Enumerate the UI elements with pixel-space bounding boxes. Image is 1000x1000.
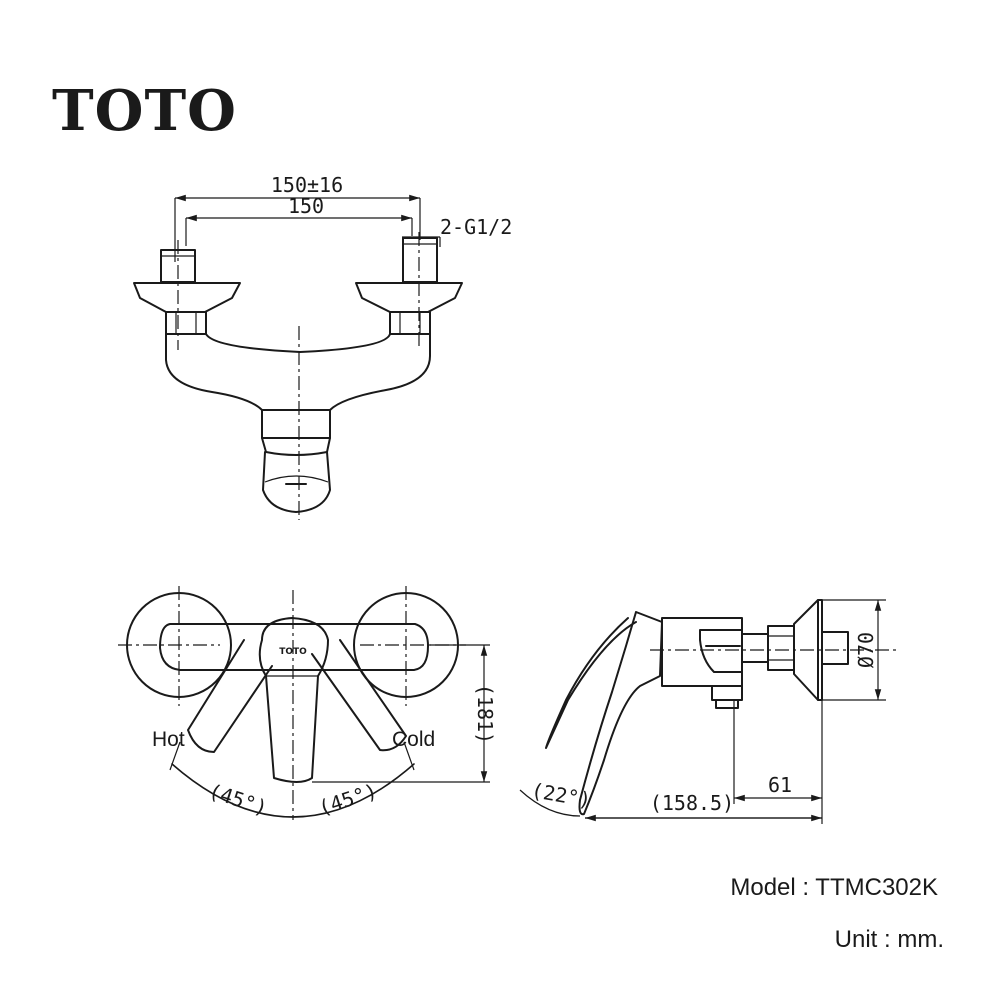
unit-label: Unit : mm. (834, 926, 944, 953)
angle-left: (45°) (206, 779, 271, 820)
top-view: 150±16 150 2-G1/2 (133, 173, 512, 520)
thread-label: 2-G1/2 (440, 215, 512, 239)
dim-total: 150±16 (271, 173, 343, 197)
side-view: Ø70 (158.5) 61 (22°) (519, 599, 900, 824)
toto-logo: TOTO (52, 78, 237, 144)
depth-dim: (158.5) (650, 791, 734, 815)
cold-label: Cold (392, 728, 435, 751)
front-view: TOTO (45°) (45°) Hot Cold (181) (118, 586, 497, 820)
angle-right: (45°) (315, 779, 380, 820)
angle-side: (22°) (529, 778, 592, 812)
height-dim: (181) (473, 684, 497, 744)
offset-dim: 61 (768, 773, 792, 797)
model-label: Model : TTMC302K (730, 874, 938, 901)
hot-label: Hot (152, 728, 185, 751)
dim-inner: 150 (288, 194, 324, 218)
